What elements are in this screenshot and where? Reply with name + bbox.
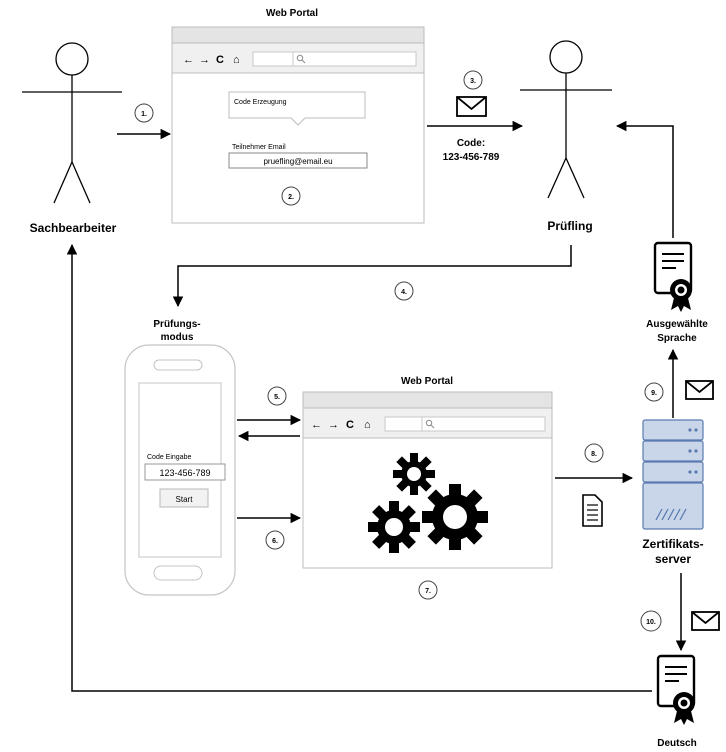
step-1-label: 1. (141, 111, 147, 118)
pruefungsmodus-phone: Prüfungs- modus Code Eingabe 123-456-789… (124, 319, 236, 596)
bottom-portal-titlebar (302, 391, 553, 409)
arrow-pruefling-to-pruefungsmodus (172, 245, 572, 308)
step-4: 4. (394, 281, 414, 301)
step-7-badge (418, 580, 438, 600)
step-5: 5. (267, 386, 287, 406)
step-2-label: 2. (288, 194, 294, 201)
start-button[interactable] (159, 488, 209, 508)
actor-pruefling: Prüfling (520, 40, 612, 233)
cert-top-label-line2: Sprache (657, 333, 697, 344)
document-icon (582, 494, 603, 527)
step-7-label: 7. (425, 588, 431, 595)
search-icon (425, 419, 435, 429)
top-address-field[interactable] (252, 51, 294, 67)
step-2-badge (281, 186, 301, 206)
arrow-cert-to-sachbearbeiter (66, 243, 652, 692)
step-3: 3. Code: 123-456-789 (443, 70, 500, 163)
actor-sachbearbeiter: Sachbearbeiter (22, 42, 122, 235)
step-6-badge (265, 530, 285, 550)
step-10-badge (640, 610, 662, 632)
step-4-label: 4. (401, 289, 407, 296)
step-4-badge (394, 281, 414, 301)
email-value: pruefling@email.eu (263, 157, 332, 166)
step-10-label: 10. (646, 619, 656, 626)
search-icon (296, 54, 306, 64)
step-9-badge (644, 382, 664, 402)
home-icon[interactable]: ⌂ (233, 54, 240, 66)
reload-icon[interactable]: C (216, 54, 224, 66)
certificate-icon-top: Ausgewählte Sprache (646, 241, 708, 344)
step-5-badge (267, 386, 287, 406)
envelope-icon (691, 611, 720, 631)
step-6-label: 6. (272, 538, 278, 545)
step-7: 7. (418, 580, 438, 600)
server-unit-1 (642, 419, 704, 441)
home-icon[interactable]: ⌂ (364, 419, 371, 431)
server-base (642, 482, 704, 530)
cert-bottom-label: Deutsch (657, 738, 696, 749)
mail-code-value: 123-456-789 (443, 152, 500, 163)
bottom-web-portal: Web Portal ← → C ⌂ (302, 376, 553, 569)
step-9-label: 9. (651, 390, 657, 397)
step-5-label: 5. (274, 394, 280, 401)
email-label: Teilnehmer Email (232, 144, 286, 151)
step-8-label: 8. (591, 451, 597, 458)
gears-icon (368, 453, 488, 553)
bottom-search-field[interactable] (421, 416, 546, 432)
bottom-address-field[interactable] (384, 416, 423, 432)
server-unit-3 (642, 461, 704, 483)
arrow-cert-to-pruefling (615, 120, 674, 238)
phone-title-line1: Prüfungs- (153, 319, 200, 330)
server-label-line1: Zertifikats- (642, 537, 703, 551)
back-icon[interactable]: ← (183, 54, 194, 66)
envelope-icon (685, 380, 714, 400)
email-field[interactable] (228, 152, 368, 169)
top-search-field[interactable] (292, 51, 417, 67)
certificate-icon-bottom: Deutsch (656, 654, 697, 749)
step-3-badge (463, 70, 483, 90)
step-1: 1. (134, 103, 154, 123)
reload-icon[interactable]: C (346, 419, 354, 431)
phone-speaker (153, 359, 203, 371)
top-portal-title: Web Portal (266, 8, 318, 19)
code-generation-placeholder: Code Erzeugung (234, 99, 287, 106)
zertifikatsserver: Zertifikats- server (642, 419, 704, 566)
step-8: 8. (584, 443, 604, 463)
step-9: 9. (644, 382, 664, 402)
step-10: 10. (640, 610, 662, 632)
step-1-badge (134, 103, 154, 123)
step-3-label: 3. (470, 78, 476, 85)
cert-top-label-line1: Ausgewählte (646, 319, 708, 330)
code-generation-input[interactable] (228, 91, 366, 126)
phone-title-line2: modus (161, 332, 194, 343)
mail-code-label: Code: (457, 138, 485, 149)
actor-pruefling-label: Prüfling (547, 219, 592, 233)
top-web-portal: Web Portal ← → C ⌂ Code Erzeugung Teilne… (171, 8, 425, 224)
actor-sachbearbeiter-label: Sachbearbeiter (30, 221, 117, 235)
envelope-icon (456, 96, 487, 117)
start-button-label: Start (176, 495, 194, 504)
server-label-line2: server (655, 552, 691, 566)
code-input-label: Code Eingabe (147, 454, 191, 461)
step-8-badge (584, 443, 604, 463)
forward-icon[interactable]: → (328, 419, 339, 431)
top-portal-titlebar (171, 26, 425, 44)
code-input-value: 123-456-789 (159, 468, 210, 478)
server-unit-2 (642, 440, 704, 462)
bottom-portal-title: Web Portal (401, 376, 453, 387)
phone-home-button[interactable] (153, 565, 203, 581)
code-input-field[interactable] (144, 463, 226, 481)
step-6: 6. (265, 530, 285, 550)
forward-icon[interactable]: → (199, 54, 210, 66)
back-icon[interactable]: ← (311, 419, 322, 431)
